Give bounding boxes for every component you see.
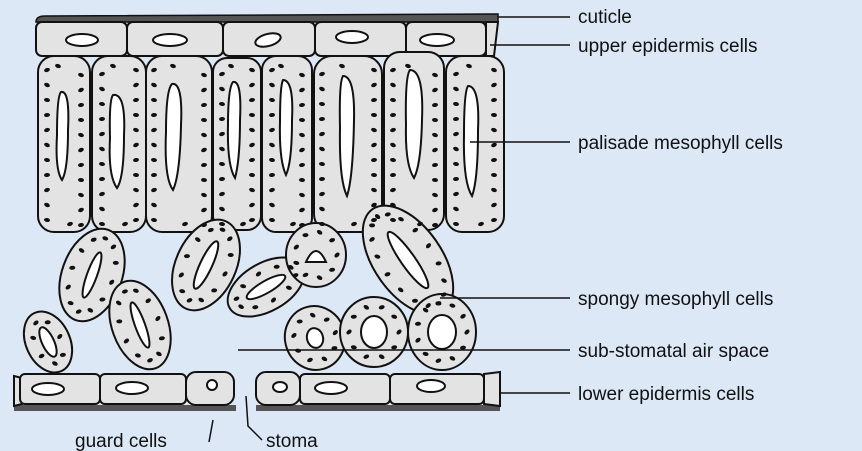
- palisade-vacuole: [57, 92, 69, 180]
- upper-epidermis-edge: [486, 22, 498, 56]
- lower-epidermis-nucleus: [417, 380, 445, 392]
- upper-epidermis-nucleus: [336, 31, 368, 43]
- label-sub-stomatal: sub-stomatal air space: [578, 341, 769, 362]
- guard-cell-nucleus: [273, 382, 287, 392]
- palisade-vacuole: [110, 95, 125, 188]
- palisade-vacuole: [280, 80, 292, 175]
- lower-cuticle: [256, 405, 500, 411]
- upper-epidermis-nucleus: [66, 34, 98, 46]
- label-lower-epidermis: lower epidermis cells: [578, 384, 754, 405]
- palisade-vacuole: [228, 82, 240, 178]
- lower-epidermis-group: [14, 372, 500, 411]
- upper-epidermis-nucleus: [420, 34, 454, 46]
- lower-epidermis-nucleus: [116, 382, 148, 394]
- upper-epidermis-nucleus: [153, 34, 187, 46]
- label-spongy: spongy mesophyll cells: [578, 289, 773, 310]
- guard-cells-leader: [209, 420, 213, 442]
- label-palisade: palisade mesophyll cells: [578, 133, 783, 154]
- label-cuticle: cuticle: [578, 7, 632, 28]
- cuticle-layer: [36, 14, 498, 22]
- label-guard-cells: guard cells: [75, 431, 167, 451]
- label-stoma: stoma: [266, 431, 318, 451]
- palisade-vacuole: [464, 86, 478, 196]
- guard-cell-nucleus: [207, 380, 217, 390]
- lower-epidermis-nucleus: [32, 383, 64, 395]
- upper-epidermis-group: [36, 22, 498, 56]
- lower-epidermis-edge: [484, 372, 500, 406]
- lower-epidermis-nucleus: [315, 382, 347, 394]
- label-upper-epidermis: upper epidermis cells: [578, 36, 758, 57]
